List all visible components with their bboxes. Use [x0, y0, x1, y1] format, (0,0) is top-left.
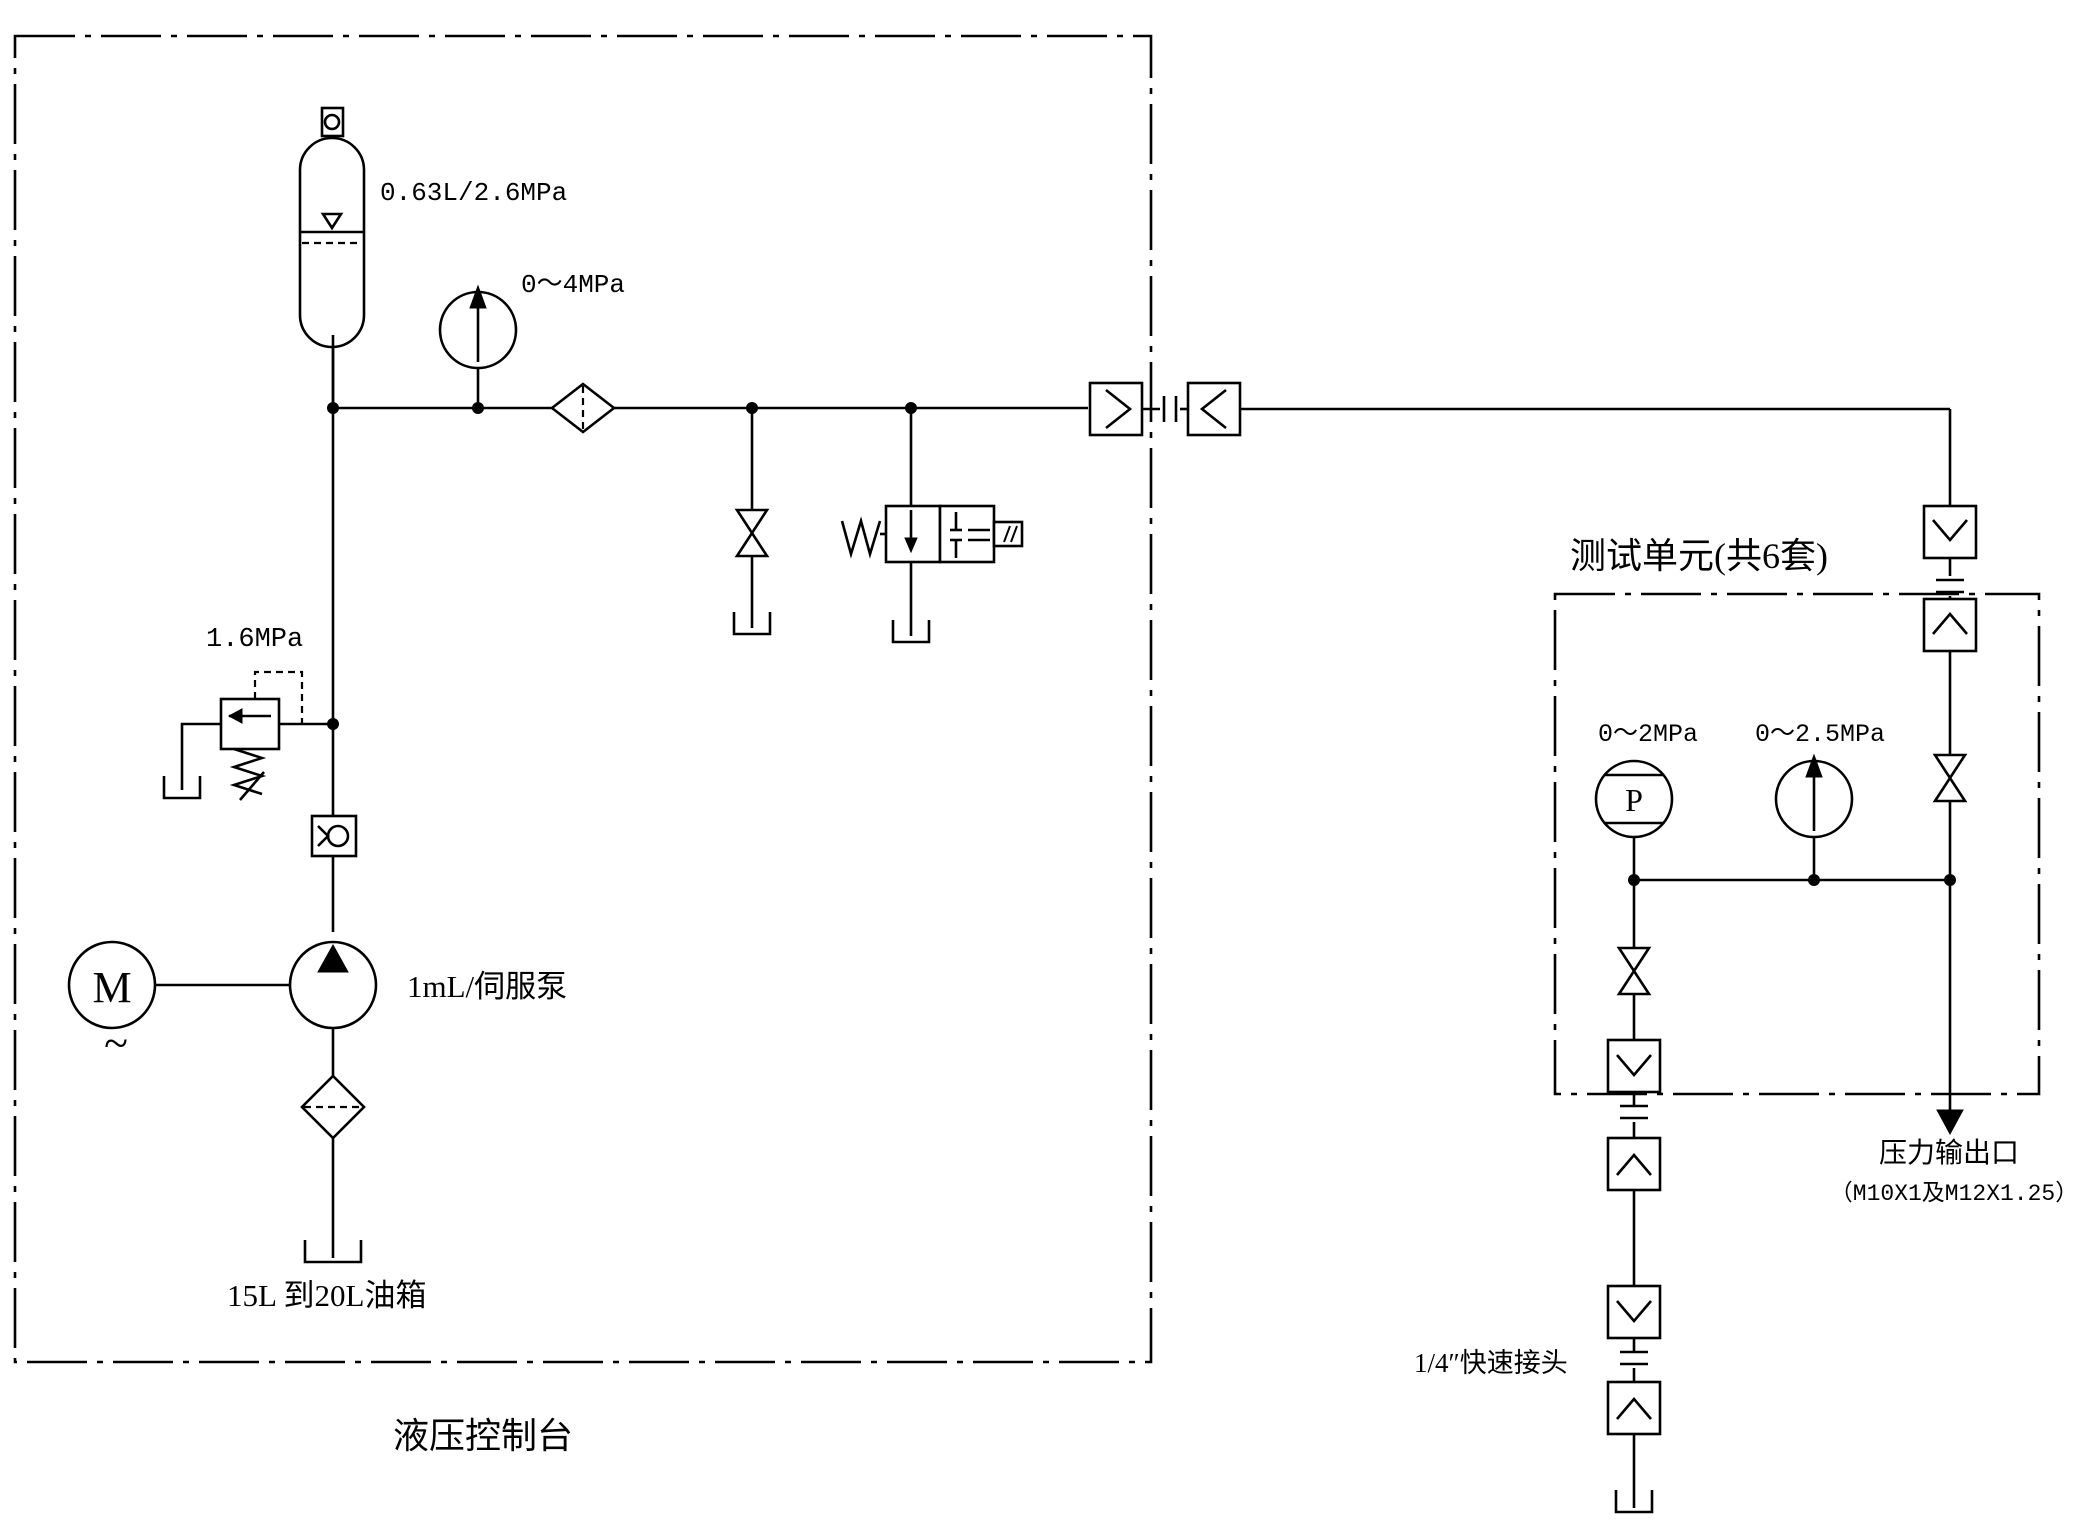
main-gauge-label: 0～4MPa — [521, 270, 625, 300]
accumulator-label: 0.63L/2.6MPa — [380, 178, 567, 208]
motor-letter: M — [92, 963, 131, 1012]
outlet-spec: （M10X1及M12X1.25） — [1830, 1180, 2078, 1207]
test-manifold — [1628, 874, 1956, 886]
relief-valve — [162, 670, 333, 801]
main-pressure-gauge — [438, 284, 518, 408]
test-return-branch — [1606, 880, 1662, 1514]
pump-label: 1mL/伺服泵 — [407, 969, 567, 1004]
check-valve — [310, 814, 358, 858]
console-frame — [13, 34, 1153, 1364]
pressure-transducer — [1594, 759, 1674, 880]
relief-valve-label: 1.6MPa — [206, 625, 303, 655]
motor-ac-symbol: ~ — [104, 1019, 128, 1068]
junction-dot — [327, 402, 339, 414]
tank-label: 15L 到20L油箱 — [227, 1278, 426, 1313]
accumulator — [298, 106, 366, 408]
test-gauge-label: 0～2.5MPa — [1755, 720, 1885, 749]
transducer-letter: P — [1625, 782, 1643, 818]
line-filter — [549, 382, 617, 434]
test-unit-title: 测试单元(共6套) — [1570, 536, 1828, 576]
console-coupling — [1088, 381, 1242, 437]
solenoid-valve — [840, 408, 1024, 644]
main-pressure-line — [331, 335, 1088, 932]
test-unit-coupling — [1922, 504, 1978, 755]
transducer-range-label: 0～2MPa — [1598, 720, 1698, 749]
shutoff-valve-drain — [732, 408, 772, 636]
console-title: 液压控制台 — [393, 1416, 573, 1456]
quick-coupler-label: 1/4″快速接头 — [1414, 1348, 1568, 1378]
supply-line — [1240, 407, 1952, 506]
motor — [67, 940, 290, 1030]
servo-pump — [288, 940, 378, 1076]
outlet-title: 压力输出口 — [1879, 1137, 2019, 1169]
test-unit-frame — [1553, 592, 2041, 1096]
junction-dot — [472, 402, 484, 414]
suction-filter — [300, 1074, 366, 1264]
test-inlet-valve — [1932, 753, 1968, 1136]
test-pressure-gauge — [1774, 753, 1854, 880]
